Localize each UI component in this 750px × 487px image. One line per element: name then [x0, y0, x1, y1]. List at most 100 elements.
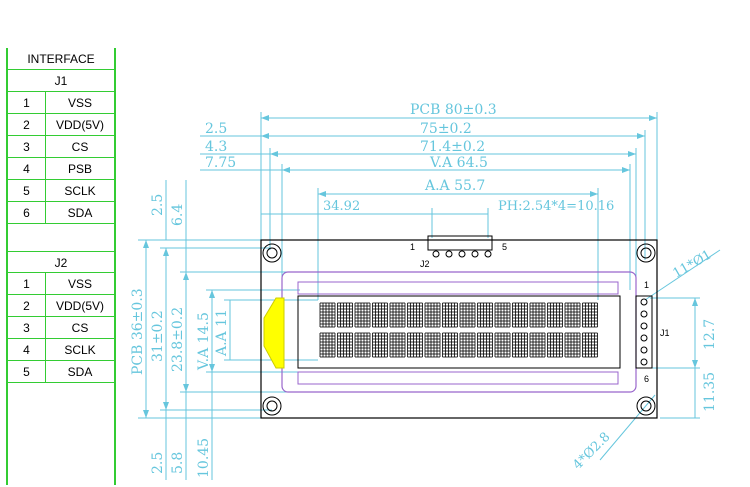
bezel	[281, 271, 637, 393]
pin-number: 6	[8, 202, 46, 224]
char-cell	[564, 302, 581, 328]
pcb-width-dim: PCB 80±0.3	[410, 102, 497, 118]
char-cell	[407, 302, 423, 328]
character-grid	[319, 302, 598, 358]
char-cell	[547, 302, 563, 328]
pcb-height-dim: PCB 36±0.3	[130, 288, 146, 375]
table-row: 1 VSS	[8, 92, 114, 114]
char-cell	[477, 302, 493, 328]
table-row: 6 SDA	[8, 202, 114, 224]
offset-34-92-dim: 34.92	[323, 199, 360, 214]
char-cell	[529, 332, 546, 358]
va-height-dim: V.A 14.5	[196, 312, 212, 371]
pin-number: 2	[8, 114, 46, 136]
char-cell	[459, 332, 476, 358]
pin-number: 4	[8, 158, 46, 180]
char-cell	[582, 302, 598, 328]
top-6-4-dim: 6.4	[170, 204, 186, 226]
pin-name: SDA	[67, 365, 93, 379]
table-row: 4 SCLK	[8, 339, 114, 361]
aa-width-dim: A.A 55.7	[424, 178, 485, 194]
table-row: 5 SCLK	[8, 180, 114, 202]
char-cell	[477, 332, 493, 358]
pin-number: 1	[8, 273, 46, 295]
j2-title: J2	[8, 251, 114, 273]
char-cell	[319, 332, 336, 358]
backlight-led	[263, 297, 285, 369]
char-cell	[337, 332, 353, 358]
pin-name: SCLK	[64, 343, 96, 357]
pin-name: VDD(5V)	[55, 118, 104, 132]
pin-name: SDA	[67, 206, 93, 220]
aa-height-dim: A.A 11	[214, 309, 230, 357]
char-cell	[337, 302, 353, 328]
h23-8-dim: 23.8±0.2	[170, 307, 186, 372]
bottom-5-8-dim: 5.8	[170, 452, 186, 474]
char-cell	[354, 332, 371, 358]
w75-dim: 75±0.2	[420, 121, 472, 137]
char-cell	[442, 302, 458, 328]
table-row: 2 VDD(5V)	[8, 114, 114, 136]
j1-title: J1	[8, 70, 114, 92]
pin-number: 5	[8, 361, 46, 383]
char-cell	[354, 302, 371, 328]
char-cell	[547, 332, 563, 358]
char-cell	[407, 332, 423, 358]
char-cell	[424, 332, 441, 358]
j1-offset-dim: 11.35	[702, 372, 718, 412]
j2-connector	[427, 235, 493, 258]
pin-name: PSB	[67, 162, 92, 176]
char-cell	[424, 302, 441, 328]
pin-number: 5	[8, 180, 46, 202]
pin-name: SCLK	[64, 184, 96, 198]
interface-title: INTERFACE	[8, 48, 114, 70]
char-cell	[319, 302, 336, 328]
table-row: 4 PSB	[8, 158, 114, 180]
dimension-arrows	[143, 115, 698, 418]
j2-pin1-label: 1	[410, 242, 415, 252]
char-cell	[582, 332, 598, 358]
h31-dim: 31±0.2	[150, 310, 166, 362]
pin-number: 2	[8, 295, 46, 317]
viewing-area	[297, 295, 621, 369]
char-cell	[389, 302, 406, 328]
pin-number: 3	[8, 317, 46, 339]
char-cell	[494, 302, 511, 328]
char-cell	[372, 302, 388, 328]
char-cell	[389, 332, 406, 358]
char-cell	[564, 332, 581, 358]
table-row: 3 CS	[8, 317, 114, 339]
j1-connector	[635, 295, 653, 369]
va-width-dim: V.A 64.5	[429, 155, 488, 171]
char-cell	[494, 332, 511, 358]
char-cell	[442, 332, 458, 358]
char-cell	[512, 332, 528, 358]
pin-number: 4	[8, 339, 46, 361]
char-cell	[512, 302, 528, 328]
bezel-bottom-strip	[297, 371, 619, 385]
pin-number: 1	[8, 92, 46, 114]
j1-pin6-label: 6	[644, 374, 649, 384]
offset-2-5-dim: 2.5	[205, 121, 227, 137]
char-cell	[459, 302, 476, 328]
pin-name: VSS	[67, 277, 92, 291]
j2-pin5-label: 5	[502, 242, 507, 252]
table-row: 5 SDA	[8, 361, 114, 383]
bottom-2-5-dim: 2.5	[150, 452, 166, 474]
pin-name: CS	[71, 321, 89, 335]
w71-dim: 71.4±0.2	[420, 139, 485, 155]
top-2-5-dim: 2.5	[150, 194, 166, 216]
mounting-holes	[262, 243, 656, 416]
pin-name: VSS	[67, 96, 92, 110]
pitch-dim: PH:2.54*4=10.16	[498, 199, 614, 214]
pcb-outline	[260, 239, 658, 419]
bezel-top-strip	[297, 281, 619, 295]
table-row: 1 VSS	[8, 273, 114, 295]
bottom-10-45-dim: 10.45	[196, 438, 212, 478]
pin-hole-dim: 11*Ø1	[671, 247, 715, 281]
j1-pin1-label: 1	[644, 280, 649, 290]
